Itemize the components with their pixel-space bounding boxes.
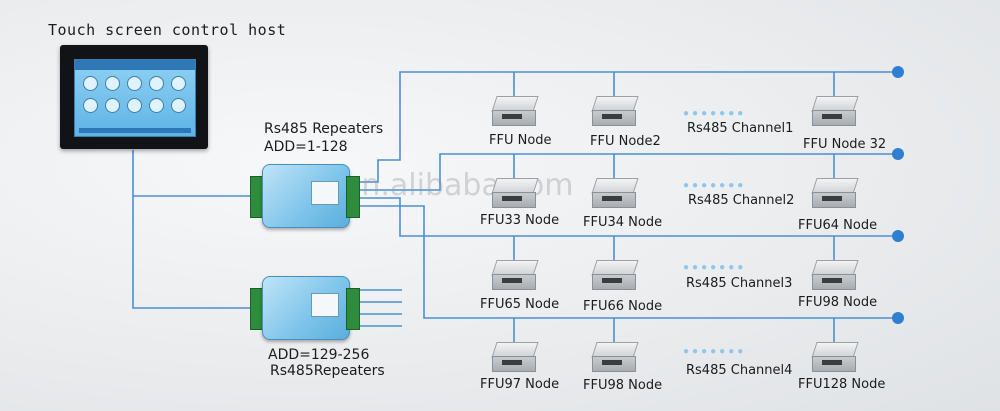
node-drops-row4 [513, 318, 835, 344]
ffu-node-icon [811, 342, 859, 372]
touch-screen-icon [60, 45, 208, 149]
channel-label: Rs485 Channel2 [688, 193, 795, 208]
ffu-node-icon [491, 178, 539, 208]
node-label: FFU98 Node [583, 378, 663, 393]
channel-dots: ●●●●●●● [683, 180, 747, 191]
channel-label: Rs485 Channel1 [687, 121, 794, 136]
node-label: FFU98 Node [798, 295, 878, 310]
repeater2-output-stubs [352, 289, 402, 327]
ffu-node-icon [591, 260, 639, 290]
channel-dots: ●●●●●●● [683, 262, 747, 273]
ffu-node-icon [811, 96, 859, 126]
repeater1-label: Rs485 Repeaters [264, 121, 384, 137]
bus-end-dot [892, 66, 904, 78]
repeater2-address: ADD=129-256 [268, 347, 370, 363]
bus-end-dot [892, 148, 904, 160]
channel-label: Rs485 Channel3 [686, 276, 793, 291]
bus-end-dot [892, 312, 904, 324]
repeater1-icon [250, 160, 360, 232]
bus2-wire [352, 153, 898, 191]
repeater2-icon [250, 272, 360, 344]
node-drops-row2 [513, 154, 835, 180]
node-label: FFU34 Node [583, 215, 663, 230]
ffu-node-icon [591, 96, 639, 126]
bus4-wire [352, 205, 898, 319]
node-label: FFU65 Node [480, 297, 560, 312]
bus-end-dot [892, 230, 904, 242]
ffu-node-icon [811, 178, 859, 208]
ffu-node-icon [491, 260, 539, 290]
node-drops-row3 [513, 236, 835, 262]
bus1-wire [352, 71, 898, 183]
node-label: FFU33 Node [480, 213, 560, 228]
bus3-wire [352, 197, 898, 237]
ffu-node-icon [491, 96, 539, 126]
ffu-node-icon [591, 342, 639, 372]
repeater2-label: Rs485Repeaters [270, 363, 385, 379]
node-label: FFU Node2 [590, 134, 661, 149]
node-label: FFU64 Node [798, 218, 878, 233]
channel-dots: ●●●●●●● [683, 346, 747, 357]
node-label: FFU Node 32 [803, 137, 887, 152]
node-label: FFU128 Node [798, 377, 886, 392]
channel-label: Rs485 Channel4 [686, 363, 793, 378]
ffu-node-icon [811, 260, 859, 290]
repeater1-address: ADD=1-128 [264, 139, 348, 155]
node-label: FFU66 Node [583, 299, 663, 314]
node-drops-row1 [513, 72, 835, 98]
node-label: FFU97 Node [480, 377, 560, 392]
node-label: FFU Node [489, 133, 552, 148]
ffu-node-icon [491, 342, 539, 372]
host-trunk-wire [132, 150, 258, 309]
host-title: Touch screen control host [48, 21, 287, 39]
channel-dots: ●●●●●●● [683, 108, 747, 119]
ffu-node-icon [591, 178, 639, 208]
